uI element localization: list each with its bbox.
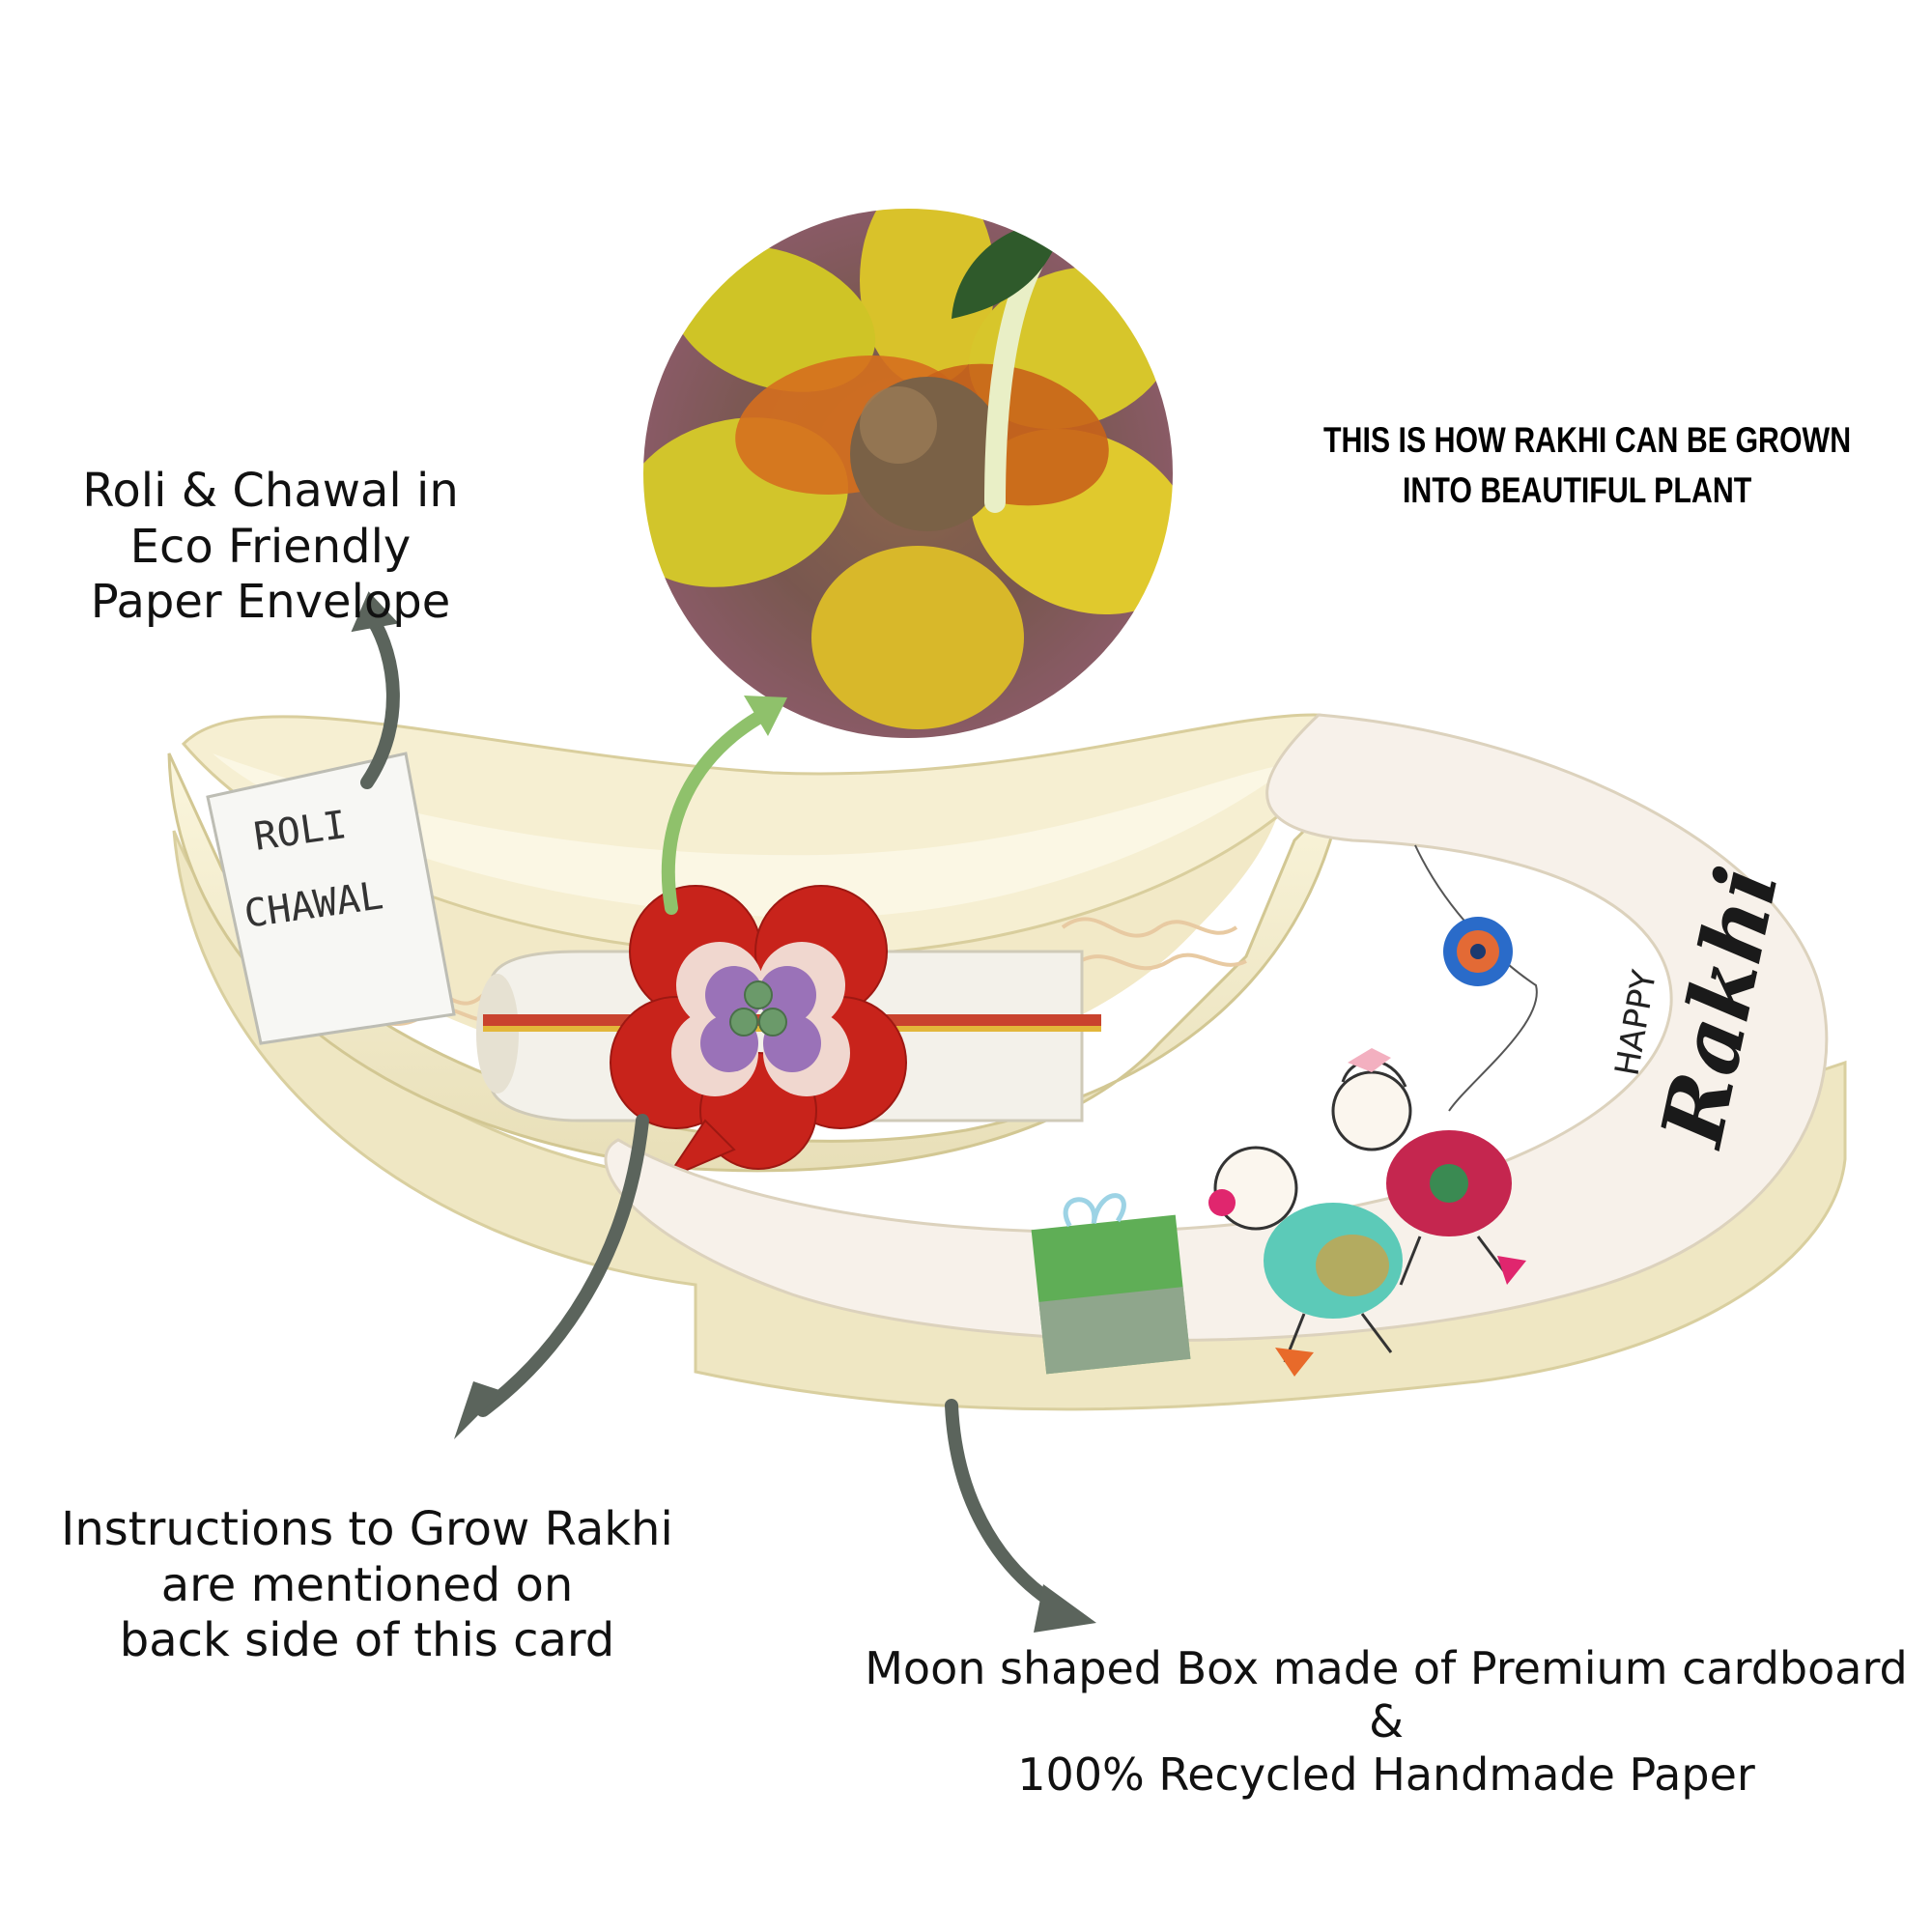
callout-line: & [1369, 1695, 1404, 1748]
growth-photo [641, 207, 1175, 740]
callout-line: back side of this card [119, 1613, 615, 1668]
seedling-sprout [952, 221, 1064, 513]
callout-line: 100% Recycled Handmade Paper [1017, 1748, 1755, 1802]
arrow-to-envelope [360, 611, 400, 789]
caption-line-2-text: INTO BEAUTIFUL PLANT [1403, 470, 1752, 510]
caption-line-2: INTO BEAUTIFUL PLANT [1403, 465, 1752, 511]
callout-plant-caption: THIS IS HOW RAKHI CAN BE GROWN INTO BEAU… [1323, 420, 1852, 511]
caption-line-1: THIS IS HOW RAKHI CAN BE GROWN [1323, 420, 1852, 460]
callout-line: Paper Envelope [90, 575, 451, 630]
paper-flower [642, 208, 1174, 729]
callout-line: Instructions to Grow Rakhi [61, 1502, 673, 1556]
callout-instructions: Instructions to Grow Rakhi are mentioned… [39, 1502, 696, 1669]
callout-box-material: Moon shaped Box made of Premium cardboar… [850, 1642, 1922, 1803]
arrow-to-box-material [945, 1399, 1069, 1615]
callout-line: Moon shaped Box made of Premium cardboar… [865, 1642, 1908, 1694]
arrow-to-instructions [476, 1114, 649, 1417]
gift-box-decoration [1031, 1193, 1191, 1375]
sibling-illustration [1208, 1048, 1526, 1377]
callout-arrows [351, 591, 1096, 1633]
callout-roli-chawal: Roli & Chawal in Eco Friendly Paper Enve… [58, 464, 483, 631]
callout-line: Roli & Chawal in [82, 464, 459, 518]
seed-rakhi-flower [610, 885, 907, 1181]
callout-line: Eco Friendly [129, 519, 412, 574]
moon-box: ROLI CHAWAL [167, 713, 1847, 1411]
paper-flower-decoration [1443, 917, 1513, 986]
callout-line: are mentioned on [160, 1557, 574, 1612]
arrow-to-growth-photo [661, 708, 770, 915]
roli-chawal-envelope: ROLI CHAWAL [206, 752, 456, 1045]
